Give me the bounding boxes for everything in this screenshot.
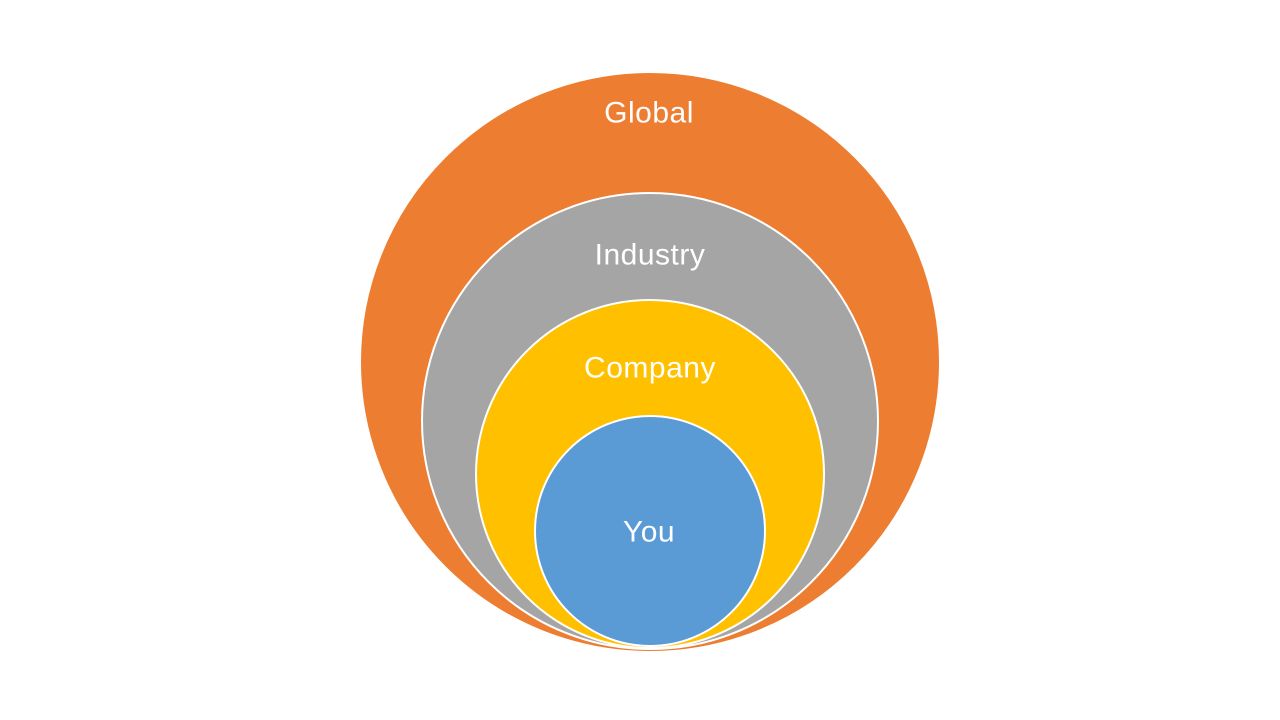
global-label: Global — [604, 97, 694, 130]
company-label: Company — [584, 352, 716, 385]
industry-label: Industry — [595, 239, 706, 272]
you-circle — [534, 415, 766, 647]
venn-layer-you: You — [534, 415, 766, 647]
you-label: You — [623, 516, 675, 549]
